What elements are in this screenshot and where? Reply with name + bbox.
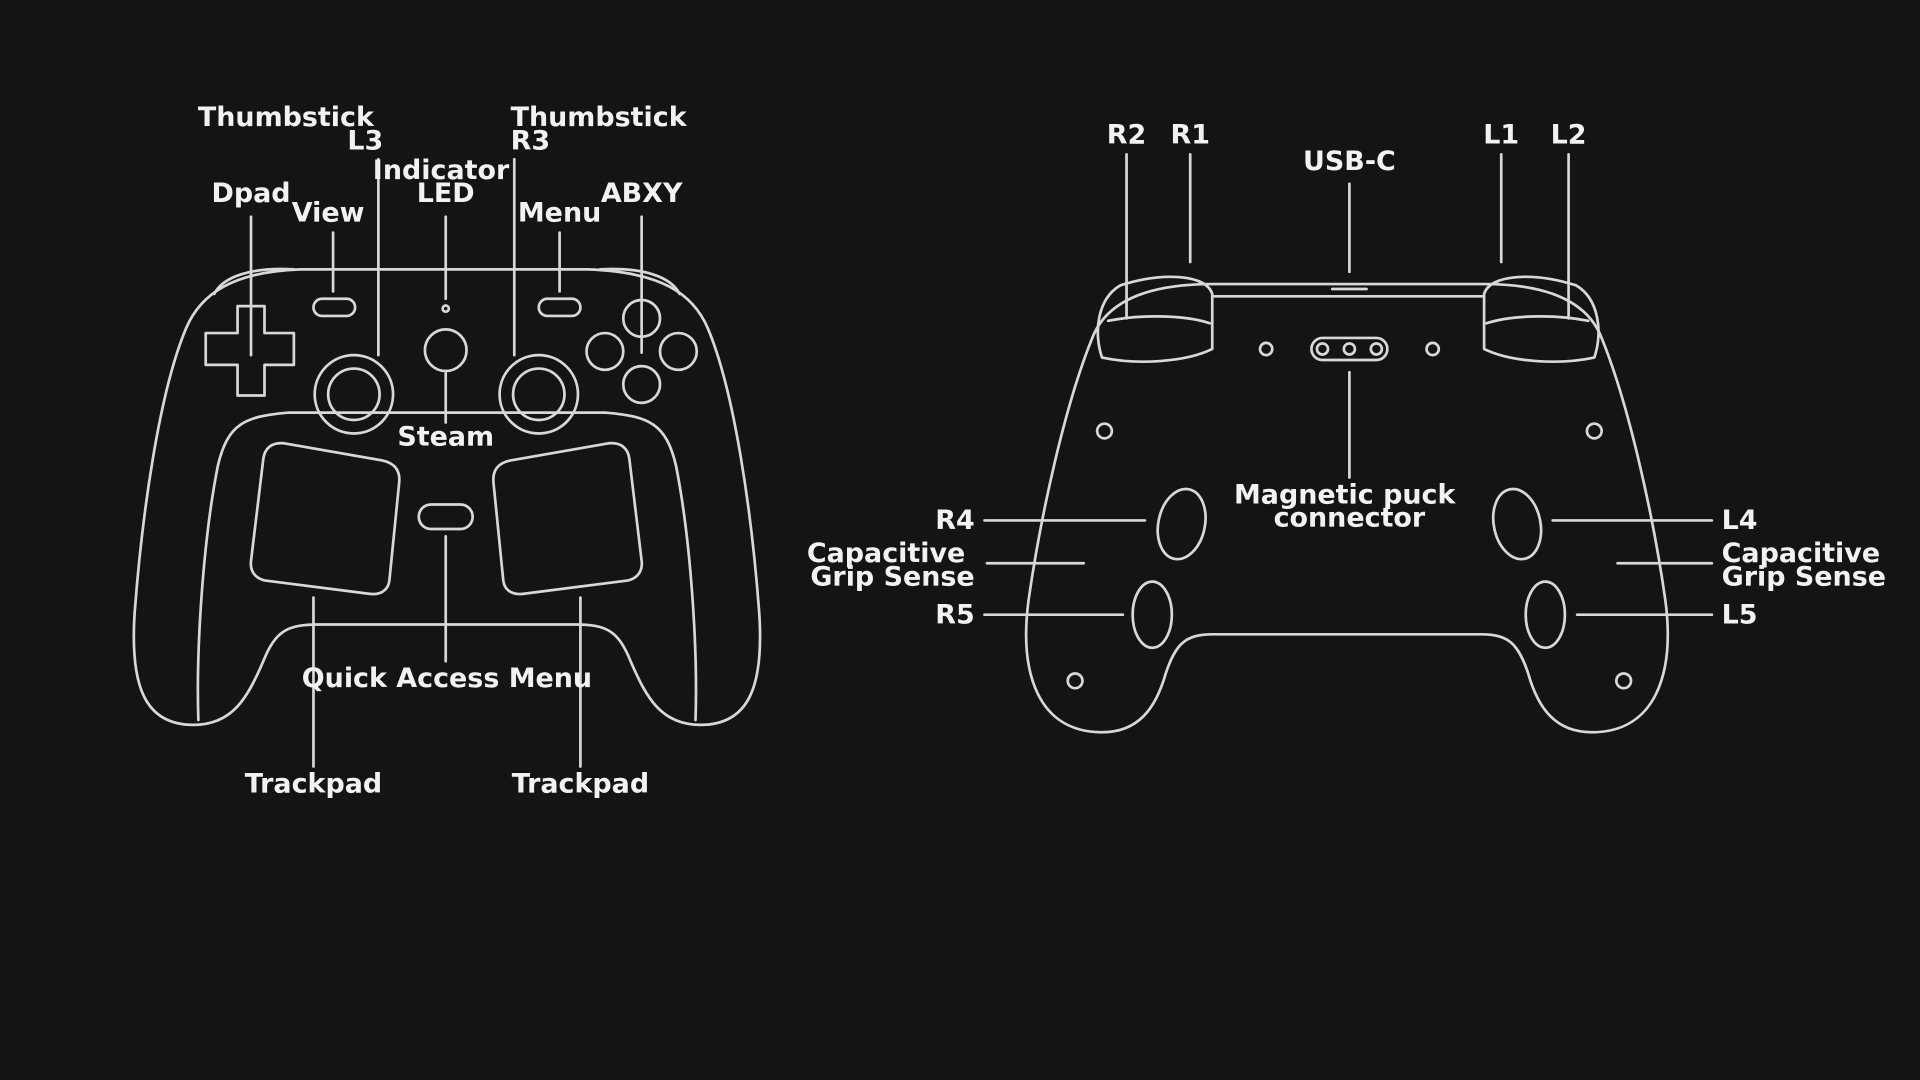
quick-access-button-shape [417, 503, 475, 531]
label-menu: Menu [518, 198, 601, 229]
label-thumbstick-l3-line1: Thumbstick [198, 102, 375, 133]
puck-pin-3 [1369, 342, 1384, 356]
label-quick-access-menu: Quick Access Menu [302, 663, 592, 694]
left-trackpad-shape [249, 441, 401, 596]
dpad-shape [204, 304, 296, 397]
label-magnetic-puck-line2: connector [1274, 503, 1426, 534]
label-thumbstick-r3: Thumbstick R3 [511, 102, 696, 156]
l1-bumper-shape [1485, 315, 1590, 325]
label-abxy: ABXY [601, 178, 683, 209]
front-left-shoulder [212, 267, 296, 296]
label-grip-sense-left: Capacitive Grip Sense [1722, 538, 1890, 592]
label-l4: L4 [1722, 505, 1758, 536]
puck-pin-1 [1315, 342, 1330, 356]
front-right-shoulder [598, 267, 681, 296]
front-controller-body [132, 268, 762, 727]
label-view: View [292, 198, 365, 229]
r5-paddle-shape [1131, 580, 1174, 650]
label-indicator-led-line2: LED [417, 178, 475, 209]
back-screw-mid-left [1095, 422, 1114, 440]
label-thumbstick-l3: Thumbstick L3 [198, 102, 383, 156]
label-grip-sense-left-line2: Grip Sense [1722, 561, 1886, 592]
label-l1: L1 [1483, 119, 1519, 150]
label-dpad: Dpad [211, 178, 290, 209]
front-view: Dpad View Thumbstick L3 Indicator LED Th… [132, 102, 762, 799]
back-view: R2 R1 USB-C L1 L2 Magnetic puck connecto… [807, 119, 1890, 734]
menu-button-shape [537, 297, 582, 318]
view-button-shape [312, 297, 357, 318]
a-button-shape [621, 364, 662, 405]
label-r5: R5 [935, 599, 974, 630]
label-grip-sense-right-line1: Capacitive [807, 538, 965, 569]
puck-pin-2 [1342, 342, 1357, 356]
l5-paddle-shape [1524, 580, 1567, 650]
magnetic-puck-connector-shape [1310, 336, 1389, 362]
l4-paddle-shape [1491, 487, 1543, 561]
label-magnetic-puck-line1: Magnetic puck [1234, 479, 1456, 510]
b-button-shape [658, 331, 699, 372]
right-thumbstick-inner [511, 367, 566, 422]
label-magnetic-puck-connector: Magnetic puck connector [1234, 479, 1465, 533]
label-grip-sense-right: Capacitive Grip Sense [807, 538, 975, 592]
back-controller-body [1024, 282, 1669, 734]
steam-button-shape [423, 328, 468, 373]
label-grip-sense-right-line2: Grip Sense [810, 561, 974, 592]
r1-bumper-shape [1106, 315, 1212, 325]
label-thumbstick-l3-line2: L3 [347, 125, 383, 156]
label-usb-c: USB-C [1303, 146, 1396, 177]
label-grip-sense-left-line1: Capacitive [1722, 538, 1880, 569]
r4-paddle-shape [1156, 487, 1207, 561]
label-indicator-led: Indicator LED [373, 155, 519, 209]
label-r1: R1 [1170, 119, 1209, 150]
left-thumbstick-inner [326, 367, 381, 422]
label-indicator-led-line1: Indicator [373, 155, 510, 186]
label-l5: L5 [1722, 599, 1758, 630]
back-screw-bottom-right [1614, 672, 1633, 690]
back-screw-mid-right [1585, 422, 1603, 440]
r2-trigger-shape [1096, 275, 1214, 363]
label-r2: R2 [1107, 119, 1146, 150]
label-l2: L2 [1551, 119, 1587, 150]
right-trackpad-shape [492, 441, 644, 596]
back-screw-top-left [1258, 341, 1274, 357]
left-thumbstick-outer [313, 353, 395, 435]
label-thumbstick-r3-line2: R3 [511, 125, 550, 156]
label-trackpad-left: Trackpad [245, 768, 382, 799]
l2-trigger-shape [1482, 275, 1600, 363]
back-screw-top-right [1425, 341, 1441, 357]
label-steam: Steam [397, 422, 494, 453]
back-screw-bottom-left [1066, 672, 1084, 690]
label-trackpad-right: Trackpad [512, 768, 649, 799]
label-r4: R4 [935, 505, 974, 536]
indicator-led-shape [441, 304, 451, 313]
right-thumbstick-outer [498, 353, 580, 435]
x-button-shape [585, 331, 625, 372]
label-thumbstick-r3-line1: Thumbstick [511, 102, 688, 133]
